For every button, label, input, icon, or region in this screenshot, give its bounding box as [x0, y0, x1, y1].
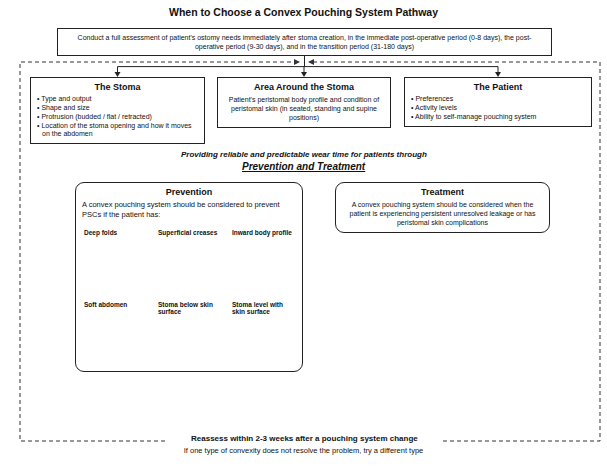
- photo-caption: Stoma below skin surface: [155, 299, 225, 318]
- bullet-item: • Location of the stoma opening and how …: [37, 122, 198, 140]
- bullet-item: • Shape and size: [37, 104, 198, 113]
- photo-panel: Inward body profile: [229, 227, 299, 291]
- feedback-loop: [20, 62, 600, 441]
- photo-caption: Soft abdomen: [81, 299, 151, 310]
- box-text: A convex pouching system should be consi…: [342, 200, 543, 227]
- box-heading: Area Around the Stoma: [224, 82, 384, 93]
- photo-panel: Deep folds: [81, 227, 151, 291]
- bullet-item: • Type and output: [37, 95, 198, 104]
- photo-panel: Stoma level with skin surface: [229, 299, 299, 363]
- diagram-title: When to Choose a Convex Pouching System …: [0, 6, 607, 18]
- loop-arrowhead: [294, 59, 300, 65]
- connector-arrow: [115, 56, 305, 77]
- photo-caption: Superficial creases: [155, 227, 225, 238]
- category-box: The Stoma • Type and output• Shape and si…: [30, 77, 205, 144]
- prevention-box: Prevention A convex pouching system shoul…: [75, 182, 303, 372]
- section-heading: Prevention and Treatment: [242, 161, 365, 172]
- box-heading: Prevention: [82, 187, 296, 198]
- subtitle-text: Providing reliable and predictable wear …: [181, 150, 427, 159]
- reassess-detail: If one type of convexity does not resolv…: [183, 446, 424, 456]
- reassess-note: Reassess within 2-3 weeks after a pouchi…: [191, 434, 418, 443]
- category-box: The Patient • Preferences• Activity level…: [404, 77, 592, 127]
- box-text: A convex pouching system should be consi…: [82, 200, 296, 220]
- box-heading: The Stoma: [37, 82, 198, 93]
- box-text: Conduct a full assessment of patient's o…: [68, 33, 541, 51]
- box-heading: The Patient: [411, 82, 585, 93]
- bullet-item: • Ability to self-manage pouching system: [411, 113, 585, 122]
- photo-panel: Soft abdomen: [81, 299, 151, 363]
- photo-caption: Stoma level with skin surface: [229, 299, 299, 318]
- photo-panel: Superficial creases: [155, 227, 225, 291]
- bullet-item: • Preferences: [411, 95, 585, 104]
- photo-panel: Stoma below skin surface: [155, 299, 225, 363]
- assessment-box: Conduct a full assessment of patient's o…: [57, 28, 552, 56]
- photo-caption: Deep folds: [81, 227, 151, 238]
- connector-line: [118, 56, 305, 72]
- photo-caption: Inward body profile: [229, 227, 299, 238]
- box-text: Patient's peristomal body profile and co…: [224, 95, 384, 122]
- bullet-item: • Activity levels: [411, 104, 585, 113]
- bullet-item: • Protrusion (budded / flat / retracted): [37, 113, 198, 122]
- box-heading: Treatment: [342, 187, 543, 198]
- connector-line: [305, 56, 499, 72]
- connector-arrow: [305, 56, 502, 77]
- loop-arrowhead: [308, 59, 314, 65]
- category-box: Area Around the StomaPatient's peristoma…: [217, 77, 391, 128]
- treatment-box: Treatment A convex pouching system should…: [335, 182, 550, 233]
